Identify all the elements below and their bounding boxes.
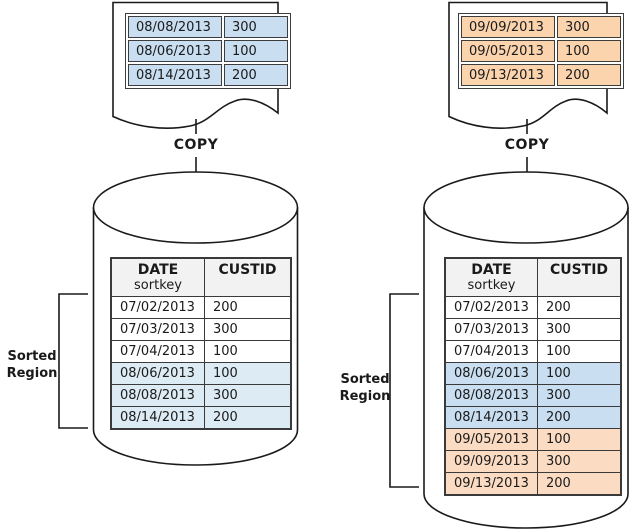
table-row: 08/14/2013 200 <box>110 406 292 430</box>
date-column-header: DATE sortkey <box>110 257 205 297</box>
right-cylinder-top <box>423 171 629 244</box>
table-row: 09/09/2013 300 <box>461 16 621 38</box>
table-row: 09/13/2013 200 <box>461 64 621 86</box>
right-sorted-region-bracket <box>389 293 419 488</box>
date-cell: 09/13/2013 <box>461 64 555 86</box>
custid-cell: 200 <box>537 406 622 429</box>
custid-column-header: CUSTID <box>204 257 292 297</box>
custid-cell: 300 <box>224 16 288 38</box>
date-cell: 09/09/2013 <box>461 16 555 38</box>
sorted-region-line2: Region <box>6 366 58 381</box>
table-row: 09/13/2013 200 <box>444 472 622 496</box>
sorted-region-line1: Sorted <box>340 372 390 387</box>
custid-cell: 100 <box>204 340 292 363</box>
date-cell: 07/02/2013 <box>110 296 205 319</box>
sortkey-label: sortkey <box>467 278 516 293</box>
date-cell: 09/09/2013 <box>444 450 538 473</box>
table-row: 08/08/2013 300 <box>444 384 622 407</box>
sorted-region-line2: Region <box>339 389 391 404</box>
custid-cell: 300 <box>537 450 622 473</box>
custid-cell: 200 <box>204 296 292 319</box>
custid-cell: 200 <box>537 472 622 496</box>
custid-cell: 100 <box>224 40 288 62</box>
custid-cell: 200 <box>537 296 622 319</box>
date-cell: 08/14/2013 <box>128 64 222 86</box>
left-cylinder-table: DATE sortkey CUSTID 07/02/2013 200 07/03… <box>110 257 292 430</box>
date-header-title: DATE <box>471 262 512 278</box>
table-row: 09/09/2013 300 <box>444 450 622 473</box>
custid-cell: 200 <box>557 64 621 86</box>
custid-cell: 300 <box>537 384 622 407</box>
date-cell: 08/06/2013 <box>444 362 538 385</box>
table-row: 09/05/2013 100 <box>444 428 622 451</box>
table-row: 08/06/2013 100 <box>444 362 622 385</box>
left-sorted-region-bracket <box>58 293 88 429</box>
right-copy-label: COPY <box>504 137 550 153</box>
table-row: 08/14/2013 200 <box>444 406 622 429</box>
date-cell: 07/02/2013 <box>444 296 538 319</box>
custid-cell: 300 <box>204 318 292 341</box>
left-staging-table: 08/08/2013 300 08/06/2013 100 08/14/2013… <box>125 13 291 89</box>
custid-cell: 100 <box>537 340 622 363</box>
date-cell: 08/14/2013 <box>444 406 538 429</box>
table-header-row: DATE sortkey CUSTID <box>110 257 292 297</box>
table-header-row: DATE sortkey CUSTID <box>444 257 622 297</box>
custid-cell: 200 <box>224 64 288 86</box>
left-copy-label: COPY <box>173 137 219 153</box>
custid-column-header: CUSTID <box>537 257 622 297</box>
table-row: 07/04/2013 100 <box>444 340 622 363</box>
date-cell: 09/13/2013 <box>444 472 538 496</box>
table-row: 08/14/2013 200 <box>128 64 288 86</box>
sorted-region-line1: Sorted <box>7 349 57 364</box>
sortkey-label: sortkey <box>134 278 182 293</box>
date-cell: 08/06/2013 <box>110 362 205 385</box>
table-row: 08/08/2013 300 <box>128 16 288 38</box>
table-row: 09/05/2013 100 <box>461 40 621 62</box>
custid-cell: 100 <box>557 40 621 62</box>
date-cell: 08/08/2013 <box>110 384 205 407</box>
left-cylinder-top <box>92 171 299 244</box>
table-row: 07/02/2013 200 <box>444 296 622 319</box>
table-row: 07/02/2013 200 <box>110 296 292 319</box>
date-cell: 09/05/2013 <box>461 40 555 62</box>
right-cylinder-table: DATE sortkey CUSTID 07/02/2013 200 07/03… <box>444 257 622 496</box>
table-row: 07/03/2013 300 <box>444 318 622 341</box>
date-cell: 09/05/2013 <box>444 428 538 451</box>
right-staging-table: 09/09/2013 300 09/05/2013 100 09/13/2013… <box>458 13 624 89</box>
table-row: 07/04/2013 100 <box>110 340 292 363</box>
date-cell: 07/04/2013 <box>444 340 538 363</box>
table-row: 07/03/2013 300 <box>110 318 292 341</box>
date-cell: 08/08/2013 <box>128 16 222 38</box>
custid-cell: 300 <box>204 384 292 407</box>
date-cell: 08/08/2013 <box>444 384 538 407</box>
date-column-header: DATE sortkey <box>444 257 538 297</box>
date-cell: 08/06/2013 <box>128 40 222 62</box>
custid-cell: 300 <box>537 318 622 341</box>
date-cell: 08/14/2013 <box>110 406 205 430</box>
date-cell: 07/03/2013 <box>110 318 205 341</box>
date-cell: 07/03/2013 <box>444 318 538 341</box>
date-cell: 07/04/2013 <box>110 340 205 363</box>
table-row: 08/06/2013 100 <box>128 40 288 62</box>
custid-cell: 100 <box>204 362 292 385</box>
date-header-title: DATE <box>137 262 179 278</box>
custid-cell: 100 <box>537 428 622 451</box>
table-row: 08/08/2013 300 <box>110 384 292 407</box>
custid-cell: 300 <box>557 16 621 38</box>
custid-cell: 100 <box>537 362 622 385</box>
right-sorted-region-label: Sorted Region <box>333 371 397 405</box>
left-sorted-region-label: Sorted Region <box>0 348 64 382</box>
table-row: 08/06/2013 100 <box>110 362 292 385</box>
custid-cell: 200 <box>204 406 292 430</box>
